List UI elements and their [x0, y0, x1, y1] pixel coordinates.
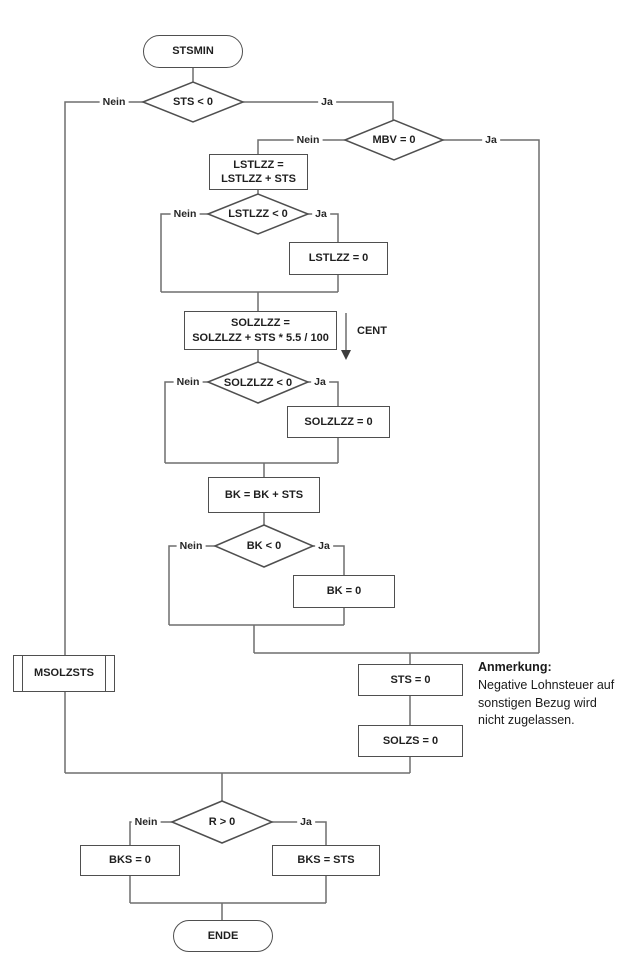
decision-sts-shape [140, 81, 246, 123]
process-lstlzz-zero: LSTLZZ = 0 [289, 242, 388, 275]
branch-label-solzlzz-nein: Nein [173, 376, 203, 388]
branch-label-sts-nein: Nein [99, 96, 129, 108]
decision-mbv-shape [343, 119, 445, 161]
edge-solzlzz-nein-loop [164, 381, 208, 463]
decision-lstlzz-label: LSTLZZ < 0 [228, 208, 288, 220]
annotation-note-line3: nicht zugelassen. [478, 713, 575, 728]
process-solzlzz-zero: SOLZLZZ = 0 [287, 406, 390, 438]
edge-lstlzz-nein-loop [160, 213, 208, 292]
process-bk-add: BK = BK + STS [208, 477, 320, 513]
cent-label: CENT [357, 325, 387, 337]
process-solzs-zero: SOLZS = 0 [358, 725, 463, 757]
decision-mbv-label: MBV = 0 [372, 134, 416, 146]
decision-sts-label: STS < 0 [172, 96, 214, 108]
branch-label-mbv-nein: Nein [293, 134, 323, 146]
decision-solzlzz-shape [206, 361, 310, 404]
branch-label-r-ja: Ja [297, 816, 315, 828]
cent-arrowhead [341, 350, 351, 360]
branch-label-bk-nein: Nein [176, 540, 206, 552]
edge-sts-ja-to-mbv [243, 101, 394, 120]
process-bk-zero: BK = 0 [293, 575, 395, 608]
annotation-note: Anmerkung: Negative Lohnsteuer auf sonst… [478, 659, 628, 730]
subroutine-msolzsts: MSOLZSTS [13, 655, 115, 692]
process-solzlzz-add-line2: SOLZLZZ + STS * 5.5 / 100 [192, 331, 329, 344]
annotation-note-title: Anmerkung: [478, 660, 552, 674]
process-lstlzz-add-line2: LSTLZZ + STS [221, 173, 296, 185]
edge-mbv-ja-right-down [443, 139, 540, 653]
branch-label-solzlzz-ja: Ja [311, 376, 329, 388]
process-solzlzz-add-line1: SOLZLZZ = [231, 317, 290, 330]
annotation-note-line2: sonstigen Bezug wird [478, 695, 597, 710]
decision-r-shape [170, 800, 274, 844]
start-terminal: STSMIN [143, 35, 243, 68]
decision-bk-label: BK < 0 [246, 540, 282, 552]
decision-r-label: R > 0 [208, 816, 236, 828]
branch-label-mbv-ja: Ja [482, 134, 500, 146]
subroutine-left-bar [22, 655, 23, 692]
process-sts-zero: STS = 0 [358, 664, 463, 696]
subroutine-msolzsts-label: MSOLZSTS [34, 667, 94, 680]
decision-solzlzz-label: SOLZLZZ < 0 [223, 376, 293, 389]
edge-r-ja-to-bks-sts [272, 821, 327, 845]
branch-label-lstlzz-ja: Ja [312, 208, 330, 220]
process-lstlzz-add-line1: LSTLZZ = [233, 158, 284, 171]
edge-bk-nein-loop [168, 545, 215, 625]
process-bks-sts: BKS = STS [272, 845, 380, 876]
branch-label-bk-ja: Ja [315, 540, 333, 552]
process-solzlzz-add: SOLZLZZ = SOLZLZZ + STS * 5.5 / 100 [184, 311, 337, 350]
process-bks-zero: BKS = 0 [80, 845, 180, 876]
branch-label-sts-ja: Ja [318, 96, 336, 108]
annotation-note-line1: Negative Lohnsteuer auf [478, 677, 615, 692]
end-terminal: ENDE [173, 920, 273, 952]
branch-label-r-nein: Nein [131, 816, 161, 828]
decision-lstlzz-shape [205, 193, 311, 235]
decision-bk-shape [213, 524, 315, 568]
branch-label-lstlzz-nein: Nein [170, 208, 200, 220]
subroutine-right-bar [105, 655, 106, 692]
process-lstlzz-add: LSTLZZ = LSTLZZ + STS [209, 154, 308, 190]
